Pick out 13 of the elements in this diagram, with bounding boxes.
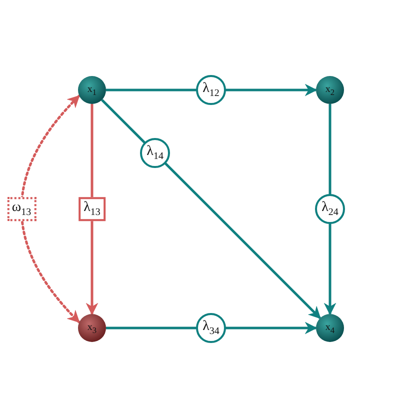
edge-label: λ$_{24}$: [315, 194, 345, 224]
sphere-node: x$_{4}$: [316, 314, 344, 342]
dotted-curved-arrow: [20, 94, 80, 324]
edge-label: λ$_{12}$: [196, 75, 226, 105]
sphere-node: x$_{3}$: [78, 314, 106, 342]
edge-label: λ$_{13}$: [78, 197, 106, 221]
sphere-node: x$_{1}$: [78, 76, 106, 104]
edge-label: λ$_{34}$: [196, 313, 226, 343]
arrow: [86, 104, 98, 316]
edge-label: ω$_{13}$: [6, 197, 36, 221]
sphere-node: x$_{2}$: [316, 76, 344, 104]
arrow: [101, 99, 321, 319]
edge-label: λ$_{14}$: [140, 138, 170, 168]
